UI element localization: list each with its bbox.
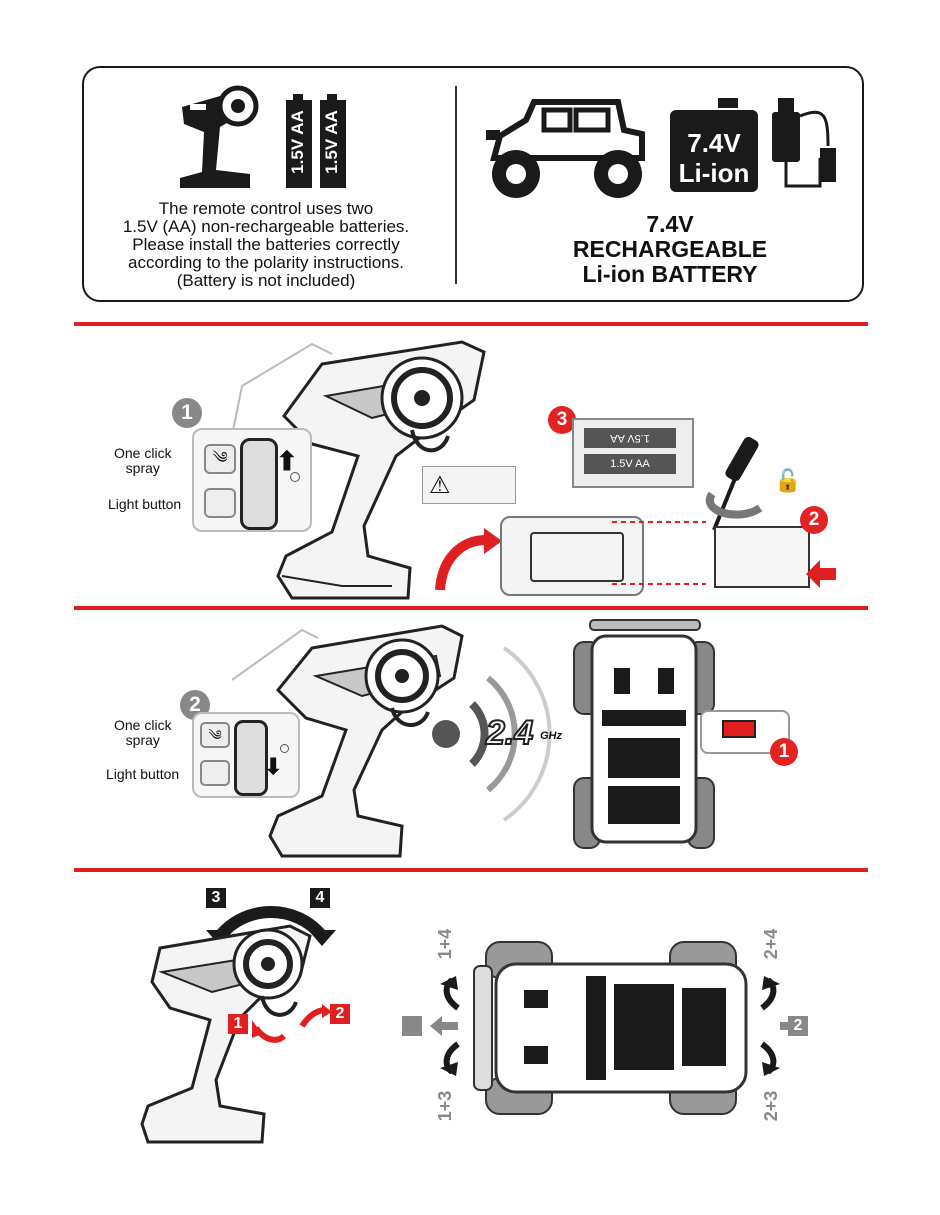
aa-battery-bottom: 1.5V AA <box>584 454 676 474</box>
direction-arrows-icon <box>402 976 804 1076</box>
car-battery-cover <box>714 526 810 588</box>
throttle-arrows-icon <box>252 1004 332 1043</box>
combo-text: 2+3 <box>761 1090 781 1122</box>
red-curved-arrow-icon <box>435 528 502 591</box>
li-ion-text-line: Li-ion BATTERY <box>582 261 758 287</box>
power-switch[interactable] <box>234 720 268 796</box>
combo-label-2-3: 2+3 <box>761 1081 781 1131</box>
step-3-badge: 3 <box>548 406 576 434</box>
combo-text: 1+4 <box>435 928 455 960</box>
rc-car-top-view <box>573 619 715 849</box>
control-label-2: 2 <box>330 1004 350 1024</box>
step-badge: 1 <box>172 398 202 428</box>
battery-cover <box>500 516 644 596</box>
spray-label-line: spray <box>125 460 160 476</box>
section-divider <box>74 868 868 872</box>
rc-truck-icon <box>486 99 645 198</box>
combo-label-1-3: 1+3 <box>435 1081 455 1131</box>
right-arrow-label: 2 <box>788 1016 808 1036</box>
control-label-3: 3 <box>206 888 226 908</box>
aa-battery-label-1: 1.5V AA <box>288 110 307 174</box>
li-ion-battery-text: 7.4V RECHARGEABLE Li-ion BATTERY <box>540 212 800 287</box>
light-button[interactable] <box>204 488 236 518</box>
step-2-badge: 2 <box>800 506 828 534</box>
car-power-switch[interactable] <box>722 720 756 738</box>
unlock-icon: 🔓 <box>774 468 802 493</box>
battery-info-divider <box>455 86 457 284</box>
battery-slots <box>530 532 624 582</box>
section-divider <box>74 606 868 610</box>
spray-button[interactable]: ༄ <box>204 444 236 474</box>
combo-text: 1+3 <box>435 1090 455 1122</box>
remote-text-line: according to the polarity instructions. <box>128 253 404 272</box>
screwdriver-icon <box>705 436 763 531</box>
usb-charger-icon <box>772 98 836 188</box>
power-switch[interactable] <box>240 438 278 530</box>
aa-battery-top: 1.5V AA <box>584 428 676 448</box>
control-label-4: 4 <box>310 888 330 908</box>
combo-text: 2+4 <box>761 928 781 960</box>
switch-down-arrow-icon: ⬇ <box>264 754 283 779</box>
remote-text-line: 1.5V (AA) non-rechargeable batteries. <box>122 217 410 236</box>
warning-sign: ⚠ <box>422 466 516 504</box>
spray-label-line: spray <box>125 732 160 748</box>
section-divider <box>74 322 868 326</box>
li-ion-voltage-label: 7.4V <box>687 128 741 158</box>
dashed-guide-lines <box>612 521 706 585</box>
radio-signal-icon <box>432 646 552 822</box>
li-ion-battery-icon <box>670 98 758 192</box>
rc-car-top-view-horizontal <box>473 941 748 1115</box>
spray-label: One click spray <box>114 718 172 748</box>
light-button-label: Light button <box>106 766 180 782</box>
li-ion-type-label: Li-ion <box>678 158 750 188</box>
remote-controller-icon <box>180 85 259 188</box>
aa-battery-label-2: 1.5V AA <box>322 110 341 174</box>
light-button[interactable] <box>200 760 230 786</box>
remote-controller-illustration <box>231 624 464 858</box>
indicator-led <box>280 744 289 753</box>
spray-label: One click spray <box>114 446 172 476</box>
spray-label-line: One click <box>114 717 172 733</box>
spray-button[interactable]: ༄ <box>200 722 230 748</box>
remote-text-line: The remote control uses two <box>158 199 374 218</box>
indicator-led <box>290 472 300 482</box>
remote-controller-illustration <box>231 340 486 600</box>
switch-up-arrow-icon: ⬆ <box>276 446 298 476</box>
frequency-unit-label: GHz <box>540 730 562 742</box>
li-ion-text-line: RECHARGEABLE <box>572 236 768 262</box>
li-ion-text-line: 7.4V <box>646 211 694 237</box>
spray-label-line: One click <box>114 445 172 461</box>
remote-text-line: (Battery is not included) <box>176 271 356 290</box>
light-button-label: Light button <box>108 496 182 512</box>
combo-label-1-4: 1+4 <box>435 919 455 969</box>
remote-text-line: Please install the batteries correctly <box>132 235 400 254</box>
car-switch-badge: 1 <box>770 738 798 766</box>
control-label-1: 1 <box>228 1014 248 1034</box>
aa-battery-icon <box>286 94 346 188</box>
remote-battery-instructions: The remote control uses two 1.5V (AA) no… <box>96 200 436 290</box>
combo-label-2-4: 2+4 <box>761 919 781 969</box>
red-push-arrow-icon <box>806 560 836 588</box>
frequency-label: 2.4 <box>485 713 534 753</box>
battery-info-box <box>82 66 864 302</box>
remote-controller-illustration <box>140 924 312 1144</box>
